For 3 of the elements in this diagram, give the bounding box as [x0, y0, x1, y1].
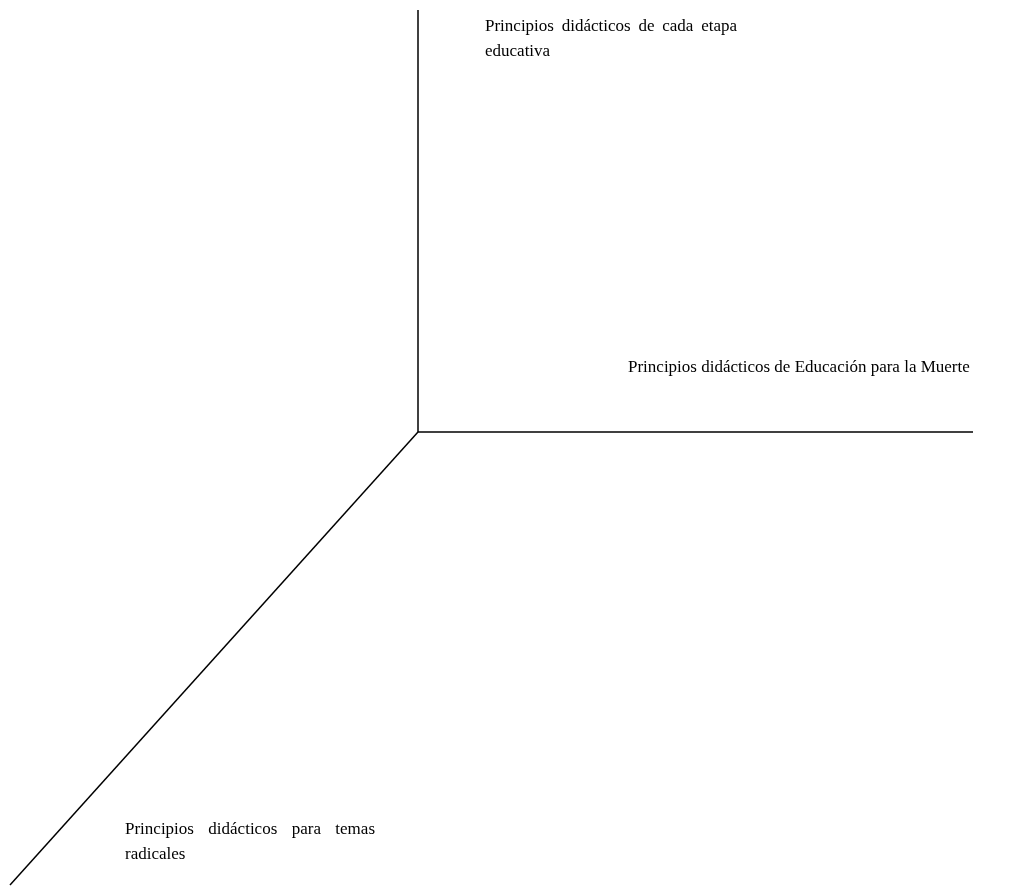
axis-label: Principios didácticos para temas radicales	[125, 818, 375, 865]
axis-label: Principios didácticos de Educación para la Muerte	[628, 356, 971, 378]
axis-label: Principios didácticos de cada etapa educativa	[485, 15, 737, 62]
